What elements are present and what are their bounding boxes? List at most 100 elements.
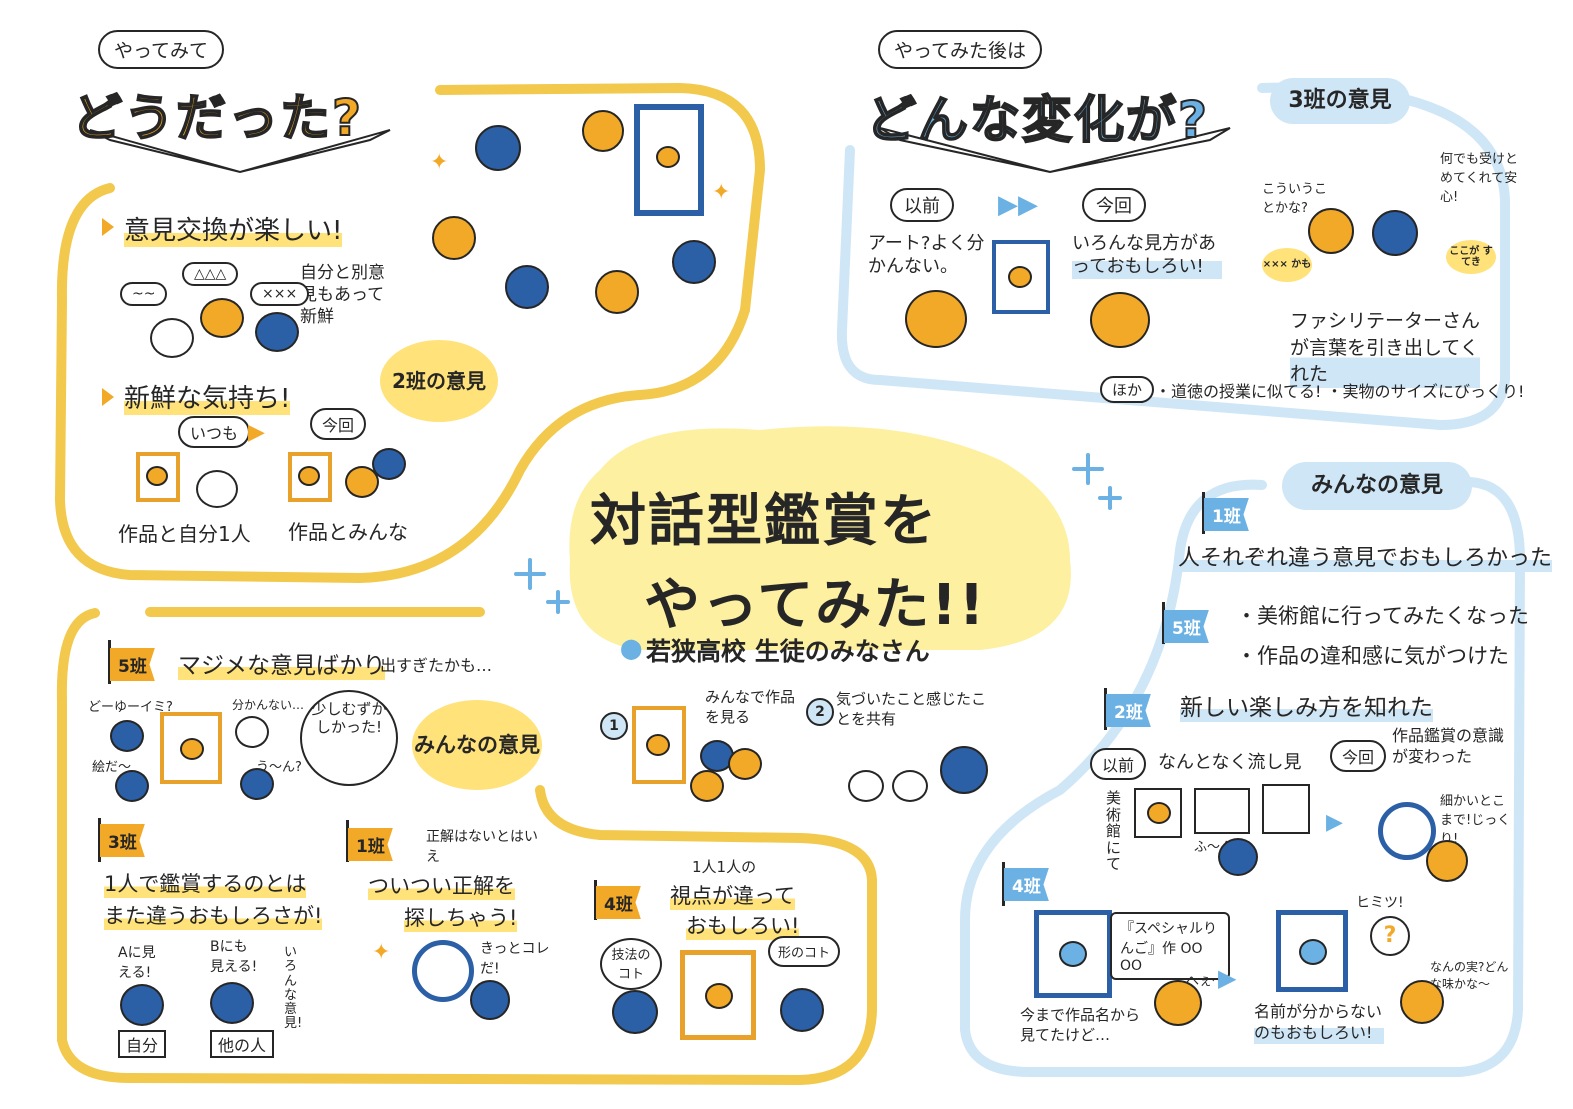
br-g1-text: 人それぞれ違う意見でおもしろかった — [1178, 540, 1553, 572]
topright-bubble: やってみた後は — [878, 30, 1043, 69]
flag-pole — [1162, 602, 1165, 644]
student-face-icon — [470, 980, 510, 1020]
g1-talk: きっとコレだ! — [480, 941, 550, 977]
arrow-right-icon: ▶ — [248, 420, 265, 445]
student-figure-icon — [505, 265, 549, 309]
magnifying-glass-icon — [1378, 802, 1436, 860]
flag-group2: 2班 — [1106, 694, 1151, 727]
step2-number: 2 — [806, 698, 834, 726]
artwork-frame — [136, 452, 180, 502]
flag-group4: 4班 — [596, 886, 641, 919]
main-title-line2: やってみた!! — [644, 573, 987, 638]
student-face-icon — [120, 984, 164, 1026]
topleft-badge: 2班の意見 — [380, 340, 498, 422]
artwork-frame — [160, 712, 222, 784]
flag-pole — [98, 818, 101, 862]
speech-bubble-icon: ~~ — [120, 282, 168, 306]
br-g2-before-text: なんとなく流し見 — [1158, 752, 1302, 773]
student-face-icon — [196, 470, 238, 508]
topleft-bubble: やってみて — [98, 30, 225, 69]
student-figure-icon — [432, 216, 476, 260]
g3-other: 他の人 — [210, 1030, 275, 1058]
artwork-frame — [632, 706, 686, 784]
br-g5-text2: ・作品の違和感に気がつけた — [1236, 644, 1509, 668]
others-text: ・道徳の授業に似てる! ・実物のサイズにびっくり! — [1155, 382, 1525, 401]
topright-heading: どんな変化が? — [865, 90, 1210, 150]
br-g4-wonder: なんの実?どんな味かな〜 — [1430, 960, 1509, 991]
flag-pole — [1202, 492, 1205, 534]
student-face-icon — [612, 990, 658, 1034]
flag-group4: 4班 — [1004, 868, 1049, 901]
cloud-bubble-icon: ここが すてき — [1446, 240, 1496, 274]
bubble-b-text: 何でも受けとめてくれて安心! — [1440, 152, 1519, 205]
topright-badge: 3班の意見 — [1270, 78, 1410, 124]
location-pin-icon: ⬤ — [620, 636, 643, 660]
br-g2-before: 以前 — [1090, 748, 1147, 780]
flag-pole — [594, 880, 597, 920]
arrow-right-icon: ▶▶ — [998, 190, 1038, 220]
before-bubble: 以前 — [890, 188, 954, 222]
others-label: ほか — [1100, 376, 1155, 403]
student-face-icon — [940, 746, 988, 794]
flag-group1: 1班 — [348, 828, 393, 861]
g5-b: 絵だ〜 — [92, 760, 132, 775]
confused-student-icon — [905, 290, 967, 348]
artwork-frame — [634, 104, 704, 216]
g5-talk-bubble: 少しむずかしかった! — [300, 690, 398, 786]
br-g4-hee: へぇ〜 — [1186, 974, 1226, 989]
student-face-icon — [690, 770, 724, 802]
student-figure-icon — [475, 125, 521, 171]
title-card: 『スペシャルりんご』作 OO OO — [1110, 912, 1230, 980]
student-face-icon — [240, 768, 274, 800]
itsumo-bubble: いつも — [178, 416, 251, 448]
topleft-heading: どうだった? — [71, 88, 364, 148]
student-face-icon — [110, 720, 144, 752]
g4-text2: おもしろい! — [686, 910, 800, 940]
br-g2-detail: 細かいとこまで!じっくり! — [1440, 794, 1511, 847]
student-face-icon — [848, 770, 884, 802]
sparkle-icon: ✦ — [712, 180, 731, 205]
br-g2-now-text: 作品鑑賞の意識が変わった — [1392, 726, 1505, 766]
bubble-a-text: こういうことかな? — [1262, 182, 1328, 216]
student-face-icon — [150, 318, 194, 358]
student-face-icon — [780, 988, 824, 1032]
question-mark-icon: ? — [1370, 916, 1410, 956]
flag-group3: 3班 — [100, 824, 145, 857]
student-figure-icon — [1372, 210, 1418, 256]
student-face-icon — [115, 770, 149, 802]
student-face-icon — [1154, 980, 1202, 1026]
fish-artwork-icon — [1194, 788, 1250, 834]
triangle-bullet-icon — [102, 218, 114, 236]
g3-self: 自分 — [118, 1030, 167, 1058]
main-title-line1: 対話型鑑賞を — [590, 489, 938, 554]
flag-group1: 1班 — [1204, 498, 1249, 531]
g3-a: Aに見える! — [118, 945, 156, 981]
br-g2-text: 新しい楽しみ方を知れた — [1180, 688, 1433, 722]
g5-suffix: 出すぎたかも… — [380, 656, 493, 675]
speech-bubble-icon: △△△ — [182, 262, 239, 286]
flag-pole — [1104, 688, 1107, 730]
g5-c: 分かんない… — [232, 698, 305, 712]
facilitator-text: ファシリテーターさんが言葉を引き出してくれた — [1290, 308, 1480, 388]
speech-bubble-icon: ××× — [250, 282, 310, 306]
sparkle-icon: ✦ — [372, 940, 391, 965]
student-face-icon — [235, 716, 269, 748]
magnifying-glass-icon — [412, 940, 474, 1002]
subtitle: 若狭高校 生徒のみなさん — [646, 637, 930, 666]
arrow-right-icon: ▶ — [1326, 810, 1343, 835]
student-figure-icon — [672, 240, 716, 284]
topleft-point1-note: 自分と別意見もあって新鮮 — [300, 263, 385, 328]
student-face-icon — [1426, 840, 1468, 882]
artwork-frame — [992, 240, 1050, 314]
artwork-frame — [1276, 910, 1348, 992]
house-artwork-icon — [1262, 784, 1310, 834]
konkai-bubble: 今回 — [310, 408, 367, 440]
student-face-icon — [892, 770, 928, 802]
student-figure-icon — [595, 270, 639, 314]
g4-text1: 視点が違って — [670, 880, 795, 910]
g3-c: いろんな意見! — [284, 945, 303, 1032]
after-text: いろんな見方があっておもしろい! — [1072, 232, 1222, 279]
bottomleft-badge: みんなの意見 — [412, 700, 542, 790]
br-g2-vertical: 美術館にて — [1106, 789, 1122, 873]
g5-a: どーゆーイミ? — [88, 700, 173, 715]
